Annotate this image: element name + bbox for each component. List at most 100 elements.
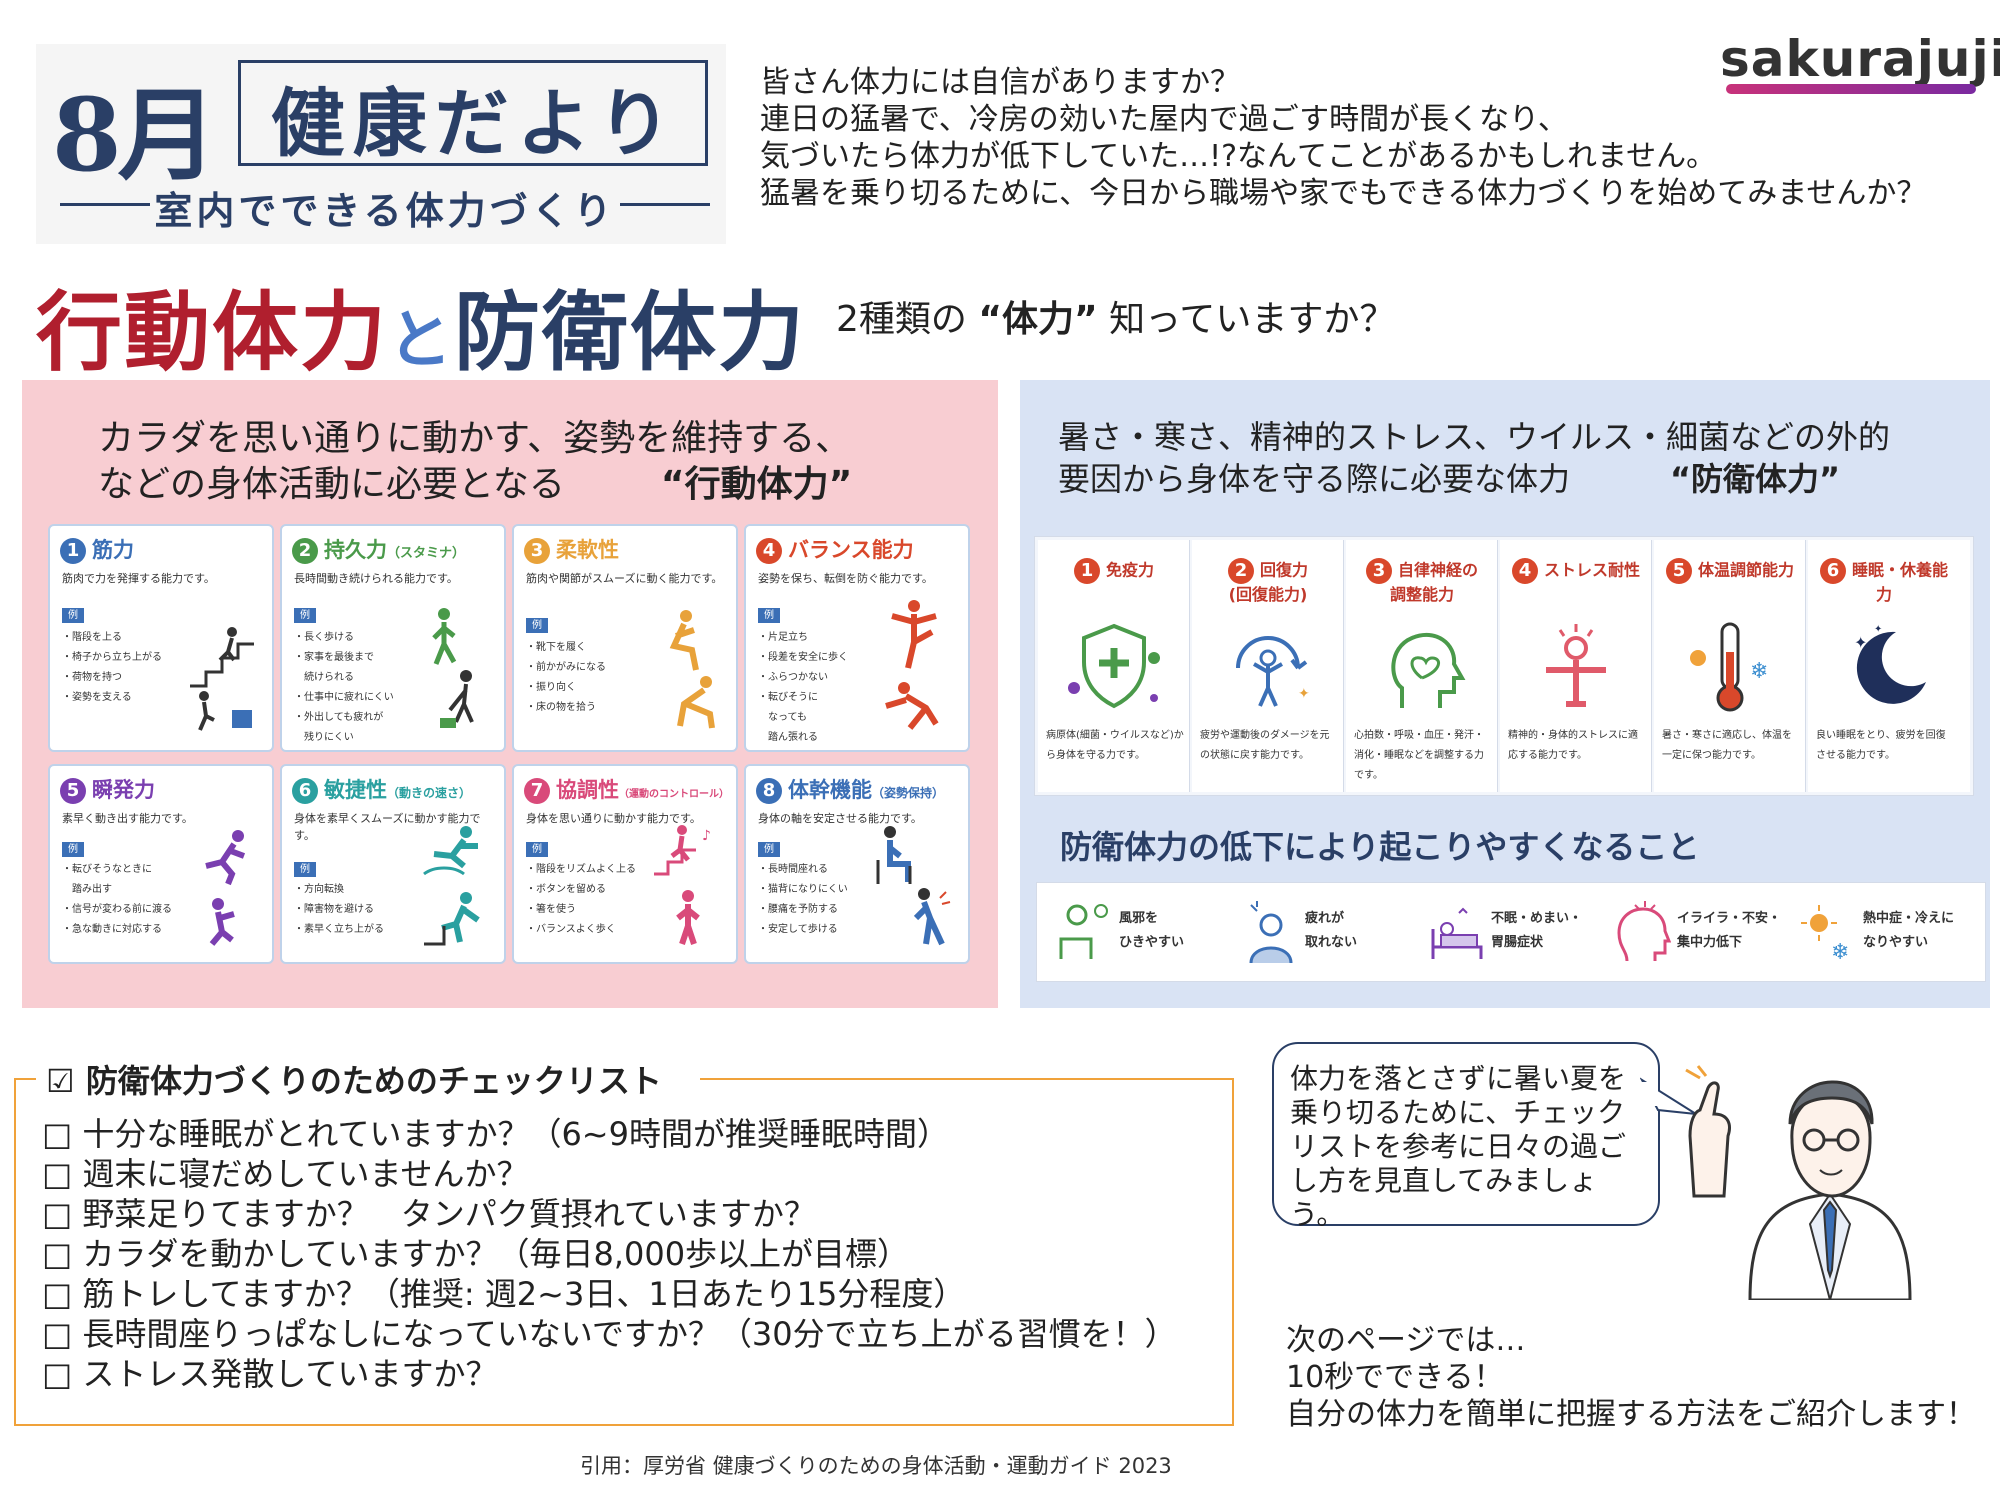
defense-card-title-text: 自律神経の 調整能力	[1389, 560, 1478, 605]
defense-card-description: 精神的・身体的ストレスに適応する能力です。	[1508, 730, 1638, 761]
example-item: ・障害物を避ける	[294, 904, 374, 915]
headline-connector: と	[388, 304, 454, 378]
example-item: ・段差を安全に歩く	[758, 652, 848, 663]
checklist-frame-top-left	[14, 1078, 36, 1080]
card-description: 筋肉や関節がスムーズに動く能力です。	[526, 572, 723, 585]
decline-label-line: イライラ・不安・	[1677, 911, 1782, 926]
checklist-item: □ ストレス発散していますか？	[42, 1355, 498, 1393]
defense-card-title-text: ストレス耐性	[1543, 560, 1640, 580]
decline-item-fatigue: 疲れが取れない	[1243, 899, 1423, 969]
card-description: 筋肉で力を発揮する能力です。	[62, 572, 215, 585]
bubble-line: 体力を落とさずに暑い夏を	[1290, 1062, 1627, 1095]
defense-description: 暑さ・寒さ、精神的ストレス、ウイルス・細菌などの外的 要因から身体を守る際に必要…	[1058, 416, 1890, 500]
card-title: 瞬発力	[92, 778, 155, 802]
card-description: 身体の軸を安定させる能力です。	[758, 812, 922, 825]
seated-person-icon	[876, 826, 951, 946]
decline-label: 熱中症・冷えになりやすい	[1863, 907, 1973, 955]
action-emphasis: “行動体力”	[660, 464, 853, 505]
anxious-face-icon	[1617, 901, 1672, 962]
action-fitness-panel: カラダを思い通りに動かす、姿勢を維持する、 などの身体活動に必要となる“行動体力…	[22, 380, 998, 1008]
checklist-item: □ 週末に寝だめしていませんか？	[42, 1155, 529, 1193]
card-number: 4	[756, 538, 782, 564]
sick-person-icon	[1059, 904, 1108, 959]
defense-card-title-text: 体温調節能力	[1697, 560, 1794, 580]
checklist-frame	[14, 1078, 1234, 1426]
doctor-illustration-icon	[1685, 1065, 1912, 1300]
card-title: 協調性	[556, 778, 619, 802]
example-item: ・外出しても疲れが	[294, 712, 384, 723]
decline-label-line: 取れない	[1305, 935, 1358, 950]
headline: 行動体力と防衛体力	[36, 262, 806, 387]
example-list: ・方向転換 ・障害物を避ける ・素早く立ち上がる	[294, 880, 424, 940]
decline-item-insomnia: 不眠・めまい・胃腸症状	[1429, 899, 1609, 969]
question-pre: 2種類の	[836, 299, 979, 340]
example-badge: 例	[526, 842, 548, 857]
decline-label-line: 熱中症・冷えに	[1863, 911, 1955, 926]
decline-label: 不眠・めまい・胃腸症状	[1491, 907, 1601, 955]
header-panel	[36, 44, 726, 244]
action-description: カラダを思い通りに動かす、姿勢を維持する、 などの身体活動に必要となる“行動体力…	[98, 416, 852, 508]
decline-effects-row: 風邪をひきやすい 疲れが取れない 不眠・めまい・胃腸症状 イライラ・不安・集中力…	[1036, 882, 1986, 982]
example-item: なっても	[758, 712, 807, 723]
card-title: バランス能力	[788, 538, 914, 562]
decline-item-heatstroke: ❄ 熱中症・冷えになりやすい	[1801, 899, 1981, 969]
example-item: ・ボタンを留める	[526, 884, 606, 895]
intro-line: 連日の猛暑で、冷房の効いた屋内で過ごす時間が長くなり、	[760, 102, 1568, 137]
defense-card-description: 暑さ・寒さに適応し、体温を一定に保つ能力です。	[1662, 730, 1792, 761]
card-title: 柔軟性	[556, 538, 619, 562]
card-description: 身体を素早くスムーズに動かす能力です。	[294, 812, 481, 842]
action-desc-line: などの身体活動に必要となる“行動体力”	[98, 462, 852, 508]
decline-label: 風邪をひきやすい	[1119, 907, 1229, 955]
intro-text: 皆さん体力には自信がありますか？ 連日の猛暑で、冷房の効いた屋内で過ごす時間が長…	[760, 64, 1980, 212]
svg-text:❄: ❄	[1831, 940, 1849, 965]
example-badge: 例	[62, 608, 84, 623]
speech-bubble-tail	[1640, 1077, 1697, 1115]
svg-text:✦: ✦	[1298, 686, 1310, 702]
example-badge: 例	[758, 842, 780, 857]
svg-text:♪: ♪	[702, 828, 711, 844]
headline-question: 2種類の “体力” 知っていますか？	[836, 290, 1395, 342]
example-item: ・転びそうなときに	[62, 864, 152, 875]
example-item: ・前かがみになる	[526, 662, 606, 673]
decline-label-line: なりやすい	[1863, 935, 1929, 950]
example-item: ・振り向く	[526, 682, 576, 693]
card-title: 敏捷性	[324, 778, 387, 802]
card-number: 3	[524, 538, 550, 564]
example-item: ・家事を最後まで	[294, 652, 374, 663]
card-subtitle: （運動のコントロール）	[619, 789, 729, 800]
decline-label: イライラ・不安・集中力低下	[1677, 907, 1787, 955]
svg-text:✦: ✦	[1874, 624, 1882, 635]
defense-card-description: 疲労や運動後のダメージを元の状態に戻す能力です。	[1200, 730, 1330, 761]
checklist-title: ☑ 防衛体力づくりのためのチェックリスト	[46, 1062, 662, 1100]
moon-icon: ✦ ✦	[1854, 624, 1926, 704]
balancing-person-icon	[885, 600, 939, 730]
thermometer-icon: ❄	[1690, 622, 1768, 712]
example-item: ・長く歩ける	[294, 632, 354, 643]
shield-icon	[1068, 623, 1160, 709]
defense-card-number: 4	[1511, 558, 1538, 584]
intro-line: 皆さん体力には自信がありますか？	[760, 65, 1240, 100]
example-item: ・階段を上る	[62, 632, 122, 643]
example-item: ・片足立ち	[758, 632, 808, 643]
decline-title: 防衛体力の低下により起こりやすくなること	[1060, 828, 1700, 866]
example-item: ・方向転換	[294, 884, 344, 895]
bubble-line: 乗り切るために、チェック	[1290, 1096, 1626, 1129]
logo-underline	[1726, 84, 1976, 94]
example-list: ・階段を上る ・椅子から立ち上がる ・荷物を持つ ・姿勢を支える	[62, 628, 192, 708]
company-logo: sakurajuji	[1720, 30, 2000, 88]
checklist-item: □ カラダを動かしていますか？（毎日8,000歩以上が目標）	[42, 1235, 910, 1273]
